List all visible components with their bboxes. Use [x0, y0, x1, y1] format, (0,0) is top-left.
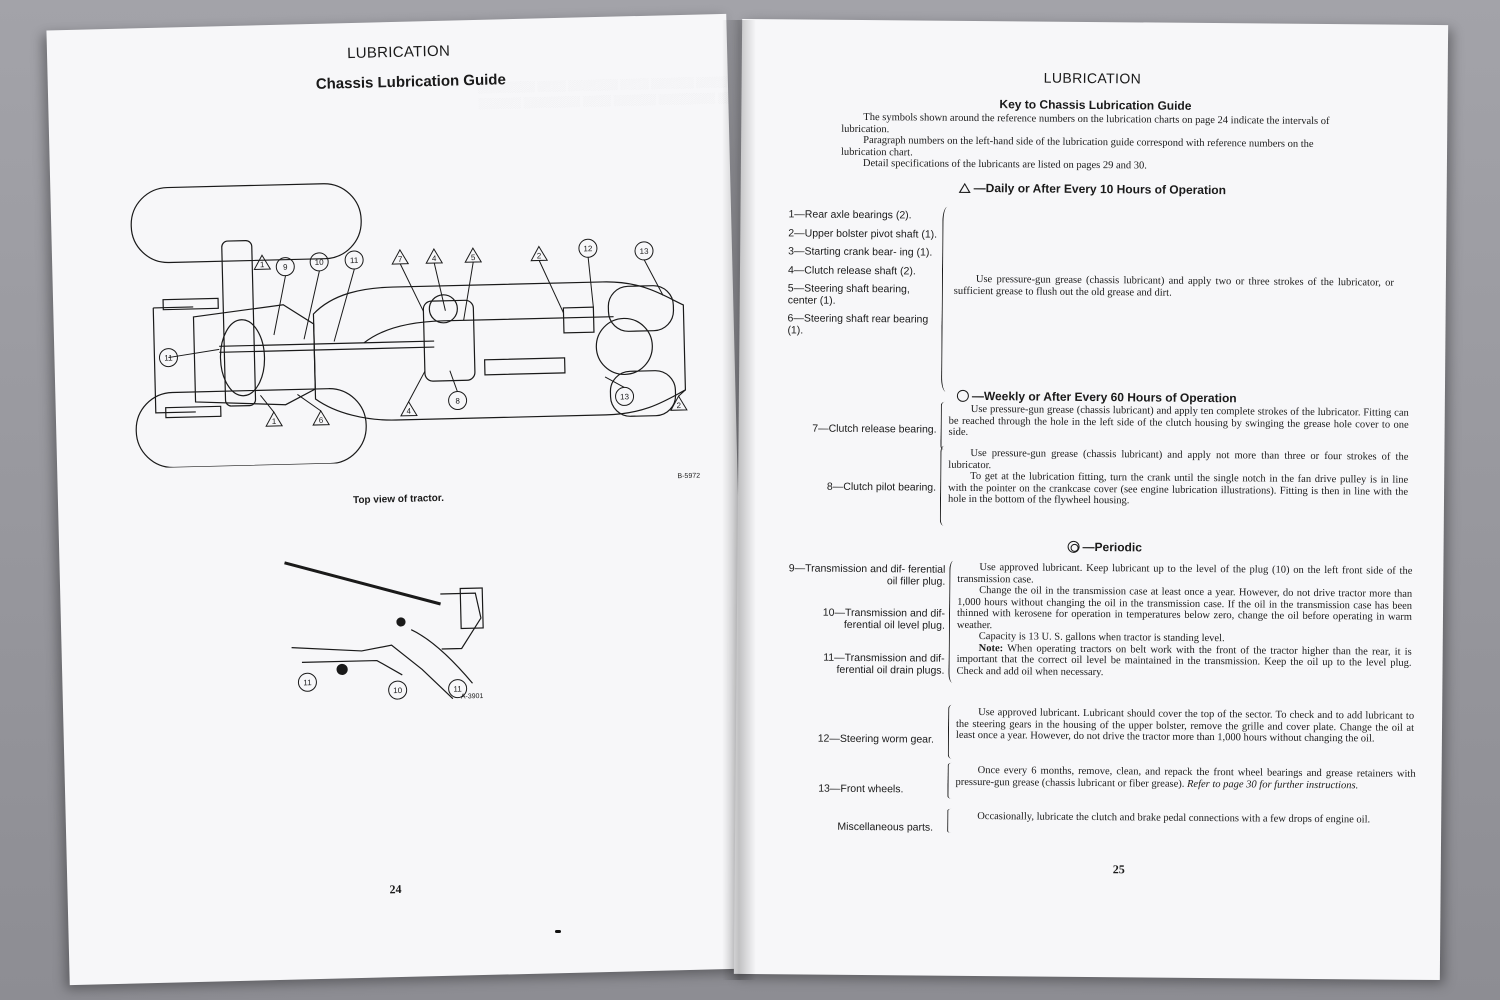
svg-text:5: 5 — [471, 253, 476, 262]
left-page-number: 24 — [389, 882, 402, 897]
svg-text:13: 13 — [620, 392, 630, 401]
item-8-description: Use pressure-gun grease (chassis lubrica… — [947, 447, 1409, 507]
item-13-brace — [947, 762, 956, 799]
item-7-description: Use pressure-gun grease (chassis lubrica… — [948, 403, 1409, 438]
svg-text:11: 11 — [350, 256, 359, 265]
svg-text:10: 10 — [315, 258, 325, 267]
tractor-top-view-diagram: 9 10 11 12 13 11 8 13 7 4 5 2 1 1 6 4 2 — [130, 183, 688, 469]
list-item: 1—Rear axle bearings (2). — [788, 208, 912, 222]
misc-description: Occasionally, lubricate the clutch and b… — [977, 811, 1371, 826]
svg-text:8: 8 — [455, 396, 460, 405]
daily-description: Use pressure-gun grease (chassis lubrica… — [953, 273, 1394, 299]
item-7-brace — [940, 401, 949, 450]
item-7-label: 7—Clutch release bearing. — [812, 422, 937, 436]
right-section-title: LUBRICATION — [1043, 69, 1142, 87]
svg-text:6: 6 — [319, 416, 324, 425]
svg-text:13: 13 — [639, 247, 649, 256]
svg-text:1: 1 — [260, 260, 265, 269]
transmission-description: Use approved lubricant. Keep lubricant u… — [956, 562, 1413, 678]
left-page: ░░░░░░░░ ░░░░ ░░░░░░░ ░░░░ ░░░░░░ ░░░░░ … — [46, 13, 750, 986]
svg-text:11: 11 — [164, 353, 173, 362]
item-12-brace — [947, 704, 957, 759]
weekly-heading: —Weekly or After Every 60 Hours of Opera… — [956, 389, 1237, 405]
circle-icon — [956, 389, 969, 402]
item-10-label: 10—Transmission and dif- ferential oil l… — [822, 606, 946, 632]
svg-text:4: 4 — [407, 407, 412, 416]
item-8-label: 8—Clutch pilot bearing. — [826, 480, 937, 494]
misc-label: Miscellaneous parts. — [837, 820, 934, 834]
item-12-label: 12—Steering worm gear. — [817, 732, 934, 746]
diagram-caption: Top view of tractor. — [352, 492, 445, 507]
rear-wheel-top — [130, 183, 362, 264]
svg-text:2: 2 — [537, 251, 542, 260]
svg-text:9: 9 — [283, 263, 288, 272]
list-item: 2—Upper bolster pivot shaft (1). — [788, 226, 938, 241]
svg-text:2: 2 — [676, 401, 681, 410]
item-13-description: Once every 6 months, remove, clean, and … — [955, 765, 1416, 791]
figure-code-top: B-5972 — [677, 472, 701, 481]
intro-text: The symbols shown around the reference n… — [841, 112, 1361, 174]
daily-items: 1—Rear axle bearings (2). 2—Upper bolste… — [787, 208, 938, 337]
note-text: When operating tractors on belt work wit… — [956, 642, 1412, 678]
right-page-number: 25 — [1112, 862, 1125, 877]
triangle-icon — [958, 182, 971, 193]
print-speck — [555, 930, 561, 933]
list-item: 4—Clutch release shaft (2). — [787, 263, 916, 277]
svg-text:12: 12 — [583, 244, 593, 253]
note-label: Note: — [978, 642, 1004, 654]
svg-text:10: 10 — [393, 686, 403, 695]
right-page: LUBRICATION Key to Chassis Lubrication G… — [733, 18, 1449, 981]
item-13-refer: Refer to page 30 for further instruction… — [1186, 778, 1359, 791]
svg-text:7: 7 — [398, 255, 403, 264]
bleed-through-text: ░░░░░░ ░░░░░░░░ ░░░░ ░░░░░░ ░░░░░░░░ ░░░ — [478, 92, 739, 110]
right-page-title: Key to Chassis Lubrication Guide — [999, 97, 1192, 113]
item-12-description: Use approved lubricant. Lubricant should… — [955, 707, 1415, 745]
list-item: 3—Starting crank bear- ing (1). — [788, 245, 933, 259]
misc-brace — [947, 808, 956, 833]
svg-text:1: 1 — [272, 417, 277, 426]
daily-brace — [940, 206, 953, 392]
list-item: 6—Steering shaft rear bearing (1). — [787, 312, 929, 336]
svg-text:4: 4 — [432, 254, 437, 263]
double-circle-icon — [1067, 540, 1080, 553]
list-item: 5—Steering shaft bearing, center (1). — [787, 282, 910, 307]
periodic-heading: —Periodic — [1067, 540, 1142, 554]
item-13-label: 13—Front wheels. — [818, 782, 904, 796]
left-section-title: LUBRICATION — [346, 42, 451, 63]
figure-code-bottom: A-3901 — [460, 692, 484, 701]
svg-text:11: 11 — [453, 684, 462, 693]
item-9-label: 9—Transmission and dif- ferential oil fi… — [788, 562, 946, 588]
svg-text:11: 11 — [303, 678, 312, 687]
transmission-detail-diagram: 11 10 11 — [284, 561, 484, 700]
daily-heading: —Daily or After Every 10 Hours of Operat… — [958, 181, 1226, 197]
rear-wheel-bottom — [135, 388, 367, 469]
item-11-label: 11—Transmission and dif- ferential oil d… — [823, 651, 945, 677]
